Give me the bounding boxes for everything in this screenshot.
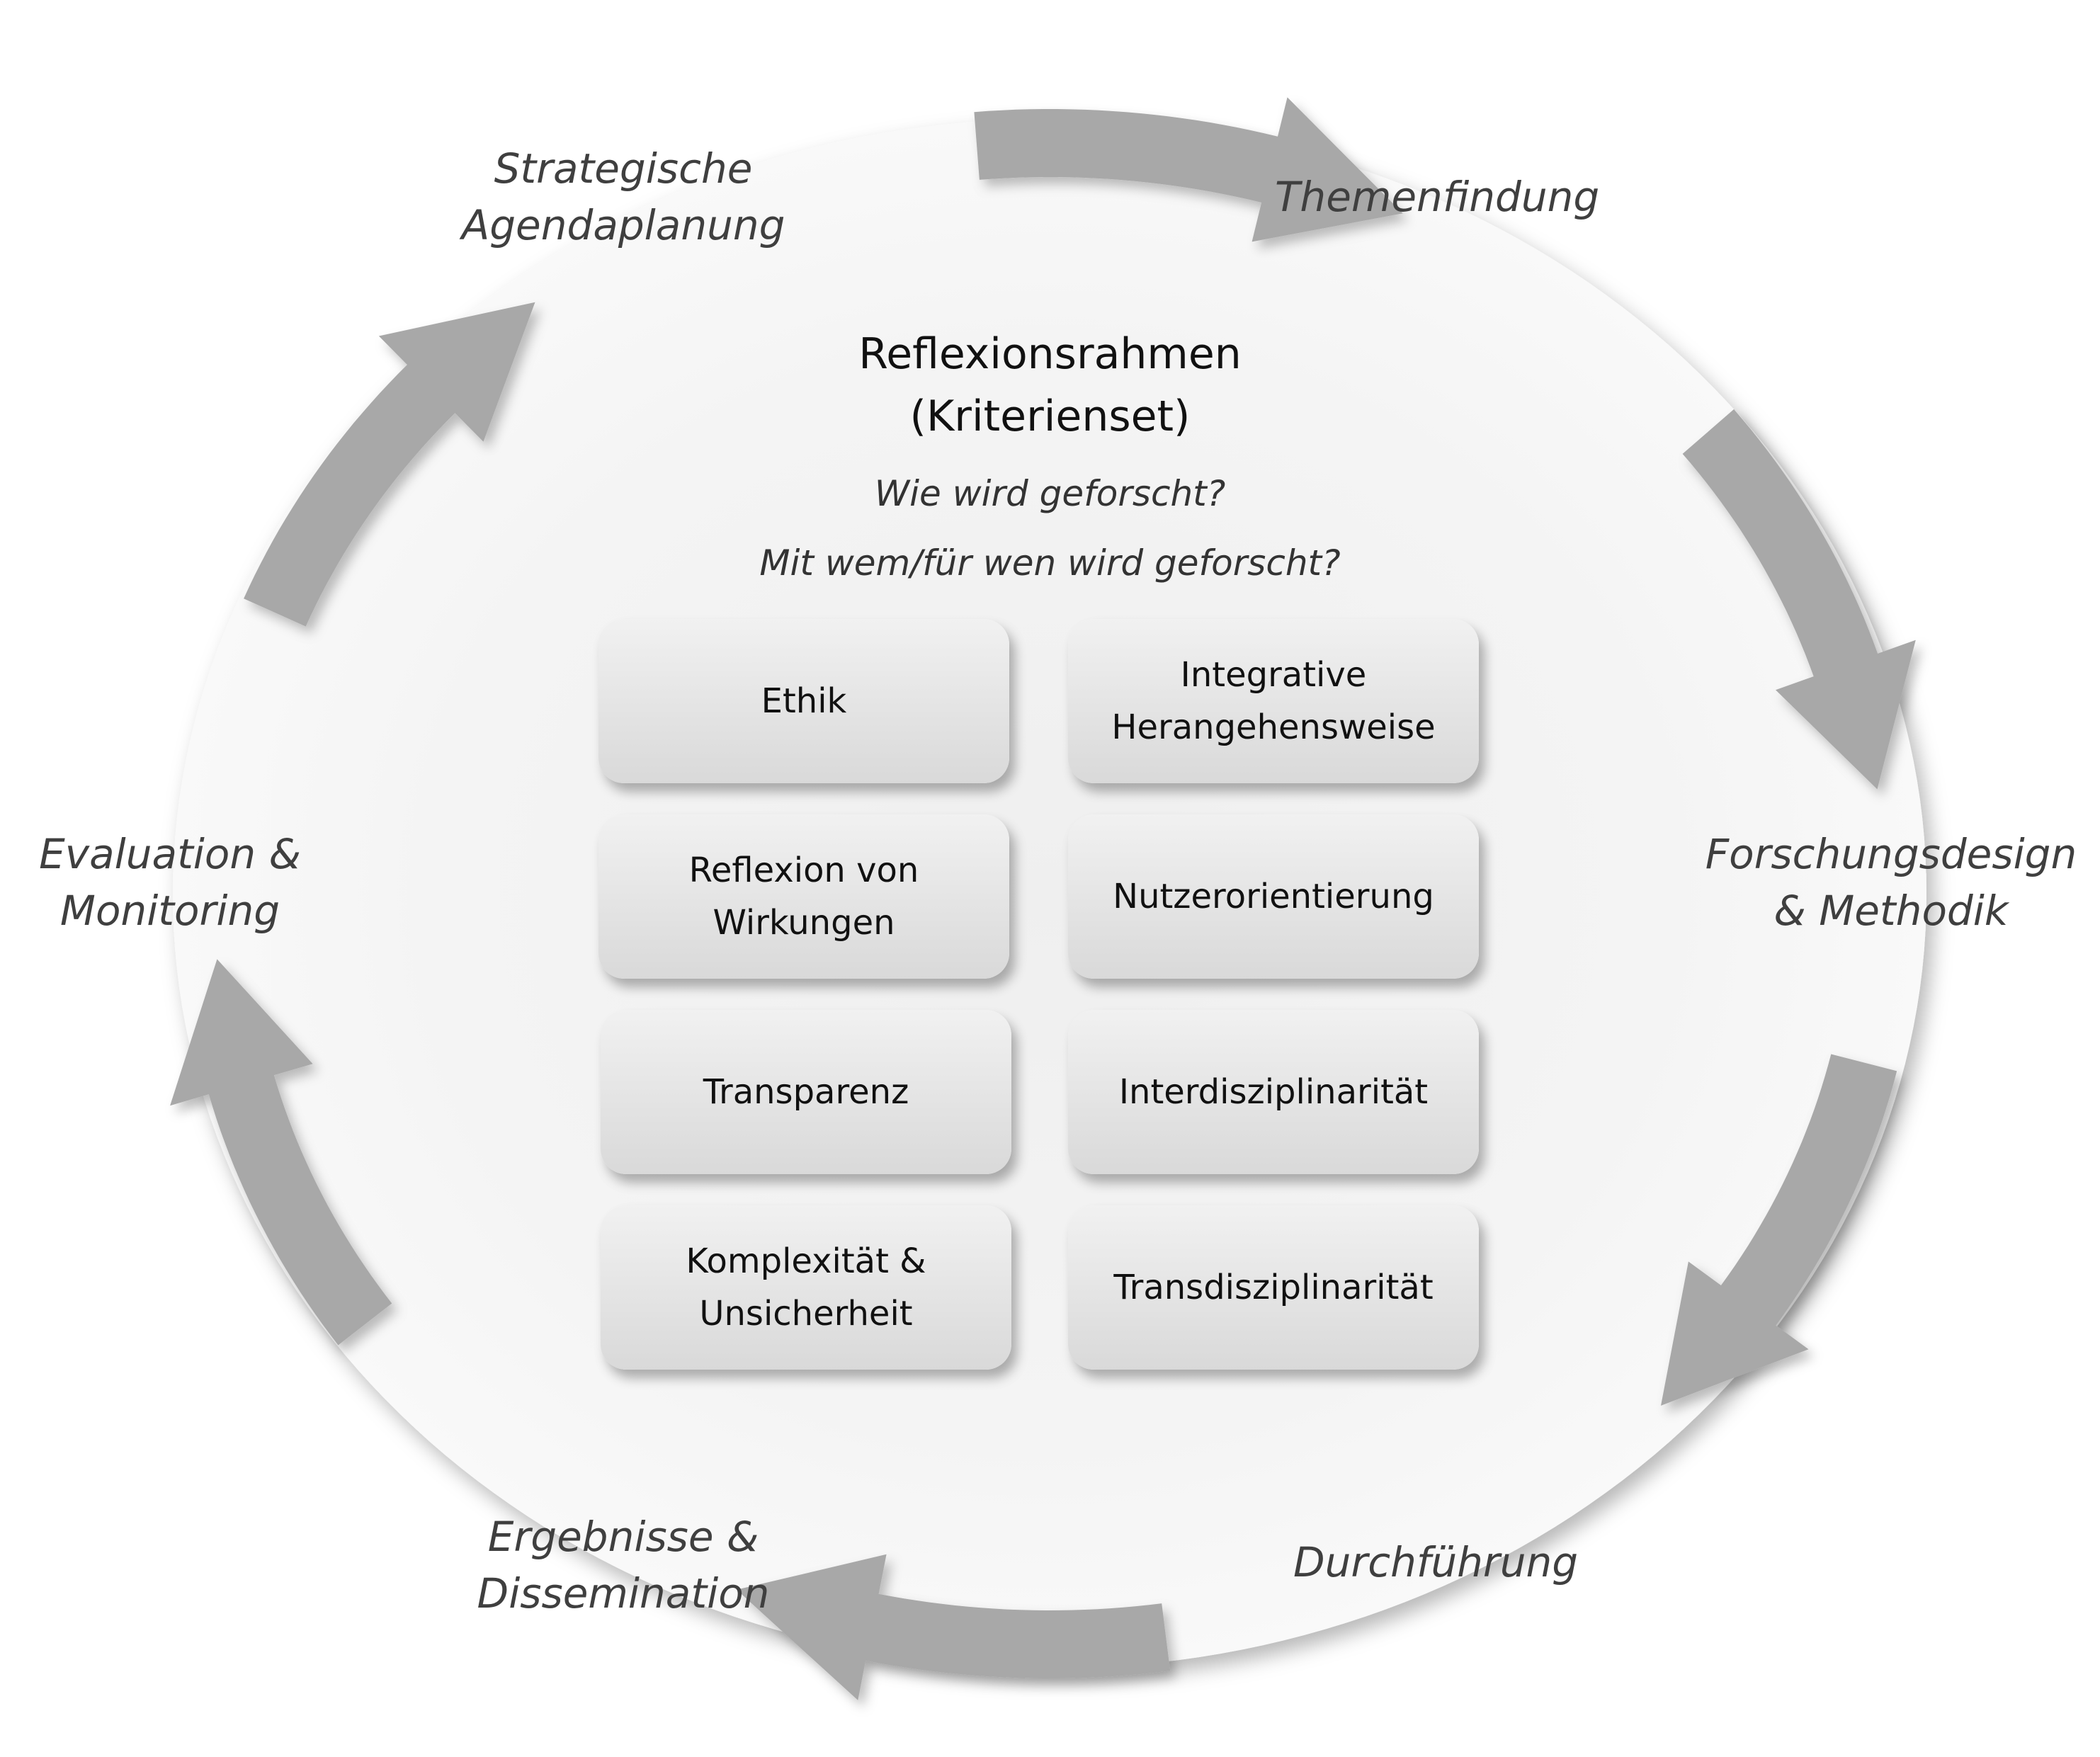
- criterion-ethics: Ethik: [598, 619, 1009, 783]
- criterion-interdisciplinarity: Interdisziplinarität: [1068, 1010, 1479, 1174]
- arrow-execution-to-results: [737, 1554, 1171, 1700]
- criterion-impact-reflection: Reflexion von Wirkungen: [598, 814, 1009, 979]
- phase-results-dissemination: Ergebnisse & Dissemination: [477, 1513, 770, 1617]
- criterion-transparency: Transparenz: [601, 1010, 1011, 1174]
- phase-evaluation-monitoring: Evaluation & Monitoring: [39, 830, 301, 935]
- criterion-transdisciplinarity: Transdisziplinarität: [1068, 1205, 1479, 1370]
- criterion-label: Transdisziplinarität: [1113, 1268, 1434, 1307]
- criterion-label: Nutzerorientierung: [1113, 877, 1434, 916]
- arrow-topic-to-design: [1682, 409, 1916, 790]
- criterion-label: Transparenz: [703, 1072, 909, 1112]
- arrow-evaluation-to-agenda: [244, 302, 535, 627]
- criterion-label: Reflexion von Wirkungen: [688, 851, 919, 943]
- question-how: Wie wird geforscht?: [874, 473, 1226, 514]
- phase-execution: Durchführung: [1293, 1538, 1579, 1586]
- cycle-arrows: [170, 97, 1916, 1700]
- arrow-agenda-to-topic: [974, 97, 1403, 242]
- arrow-design-to-execution: [1661, 1054, 1897, 1406]
- phase-research-design: Forschungsdesign & Methodik: [1705, 830, 2077, 935]
- phase-topic-finding: Themenfindung: [1275, 173, 1600, 221]
- criterion-label: Ethik: [761, 681, 847, 721]
- criterion-integrative-approach: Integrative Herangehensweise: [1068, 619, 1479, 783]
- criterion-user-orientation: Nutzerorientierung: [1068, 814, 1479, 979]
- frame-title: Reflexionsrahmen (Kriterienset): [858, 329, 1242, 441]
- criterion-complexity-uncertainty: Komplexität & Unsicherheit: [601, 1205, 1011, 1370]
- question-with-whom: Mit wem/für wen wird geforscht?: [759, 542, 1341, 584]
- criterion-label: Integrative Herangehensweise: [1111, 655, 1436, 747]
- criterion-label: Komplexität & Unsicherheit: [686, 1241, 926, 1334]
- phase-strategic-agenda: Strategische Agendaplanung: [461, 144, 785, 249]
- criterion-label: Interdisziplinarität: [1118, 1072, 1429, 1112]
- arrow-results-to-evaluation: [170, 959, 392, 1346]
